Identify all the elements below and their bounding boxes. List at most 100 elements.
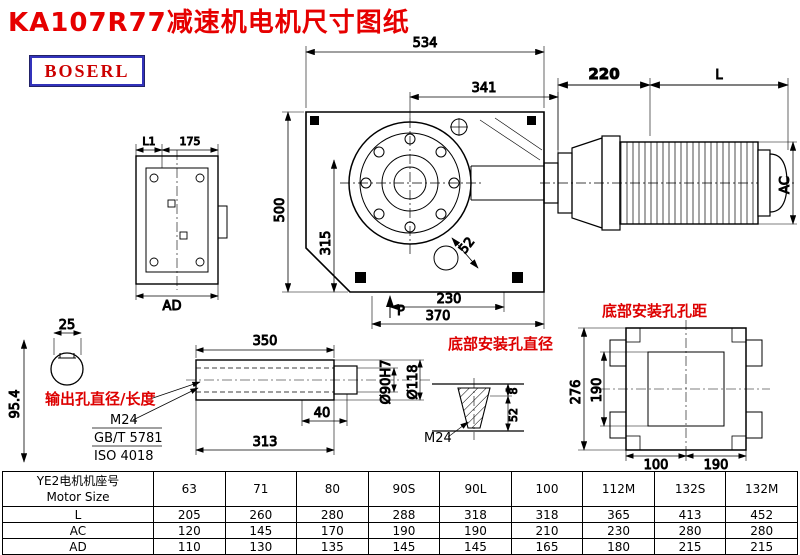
- motor-side-view: [540, 135, 794, 231]
- dim-230: 230: [437, 292, 462, 307]
- hatch-line: [479, 119, 541, 161]
- col-132M: 132M: [725, 471, 798, 507]
- flange-tab: [609, 411, 627, 439]
- row-label-AC: AC: [2, 522, 154, 539]
- col-90L: 90L: [439, 471, 512, 507]
- dim-52b: 52: [507, 408, 520, 422]
- col-71: 71: [224, 471, 298, 507]
- bottom-hole-pitch-label: 底部安装孔孔距: [602, 302, 707, 320]
- dim-52: 52: [456, 235, 478, 257]
- side-tab: [217, 205, 228, 239]
- main-front-view: [305, 111, 545, 293]
- foot-pad: [355, 272, 366, 283]
- cell-AD-100: 165: [510, 538, 584, 555]
- cell-L-90S: 288: [367, 506, 441, 523]
- bolt-cone: [457, 387, 491, 429]
- bolt-head: [179, 231, 188, 240]
- dim-175: 175: [180, 135, 201, 148]
- cell-AD-71: 130: [224, 538, 298, 555]
- page-title: KA107R77减速机电机尺寸图纸: [8, 8, 410, 38]
- dim-313: 313: [253, 435, 278, 450]
- output-hole-label: 输出孔直径/长度: [45, 390, 156, 408]
- cell-AD-90S: 145: [367, 538, 441, 555]
- dim-dia90: Ø90H7: [379, 360, 394, 405]
- technical-drawing: 534 341 500 315 52 230 370 P: [8, 36, 797, 470]
- shaft-section-view: 25 95.4: [8, 318, 84, 463]
- dim-220: 220: [588, 65, 619, 83]
- std-gb-label: GB/T 5781: [94, 431, 163, 446]
- hatch-line: [494, 117, 543, 151]
- motor-end-cap: [757, 149, 771, 217]
- thread-shaft-label: M24: [110, 413, 138, 428]
- bottom-mounting-view: [600, 320, 770, 458]
- col-90S: 90S: [367, 471, 441, 507]
- foot-pad: [512, 272, 523, 283]
- cell-AC-100: 210: [510, 522, 584, 539]
- header-label-en: Motor Size: [46, 490, 110, 504]
- dim-500: 500: [273, 198, 288, 223]
- cell-L-100: 318: [510, 506, 584, 523]
- mounting-bolt-detail: 8 52: [432, 378, 524, 440]
- motor-dimensions: 220 L AC: [557, 65, 797, 225]
- output-shaft-detail: 350 40 313 Ø90H7 Ø118: [92, 334, 430, 455]
- dim-P: P: [397, 304, 405, 319]
- cell-AC-132S: 280: [653, 522, 727, 539]
- bolt-head: [167, 199, 176, 208]
- bottom-view-dimensions: 276 190 100 190: [569, 327, 747, 470]
- fan-cover: [769, 153, 788, 213]
- cell-AD-80: 135: [296, 538, 369, 555]
- col-80: 80: [296, 471, 369, 507]
- table-row-AC: AC 120 145 170 190 190 210 230 280 280: [2, 522, 798, 539]
- dim-315: 315: [319, 231, 334, 256]
- dim-L: L: [715, 68, 723, 83]
- dim-25: 25: [59, 318, 76, 333]
- dim-100: 100: [644, 458, 669, 470]
- cell-L-63: 205: [153, 506, 226, 523]
- thread-bolt-label: M24: [424, 431, 452, 446]
- left-view-dimensions: L1 175 AD: [135, 135, 219, 315]
- cell-AC-90S: 190: [367, 522, 441, 539]
- table-header-row: YE2电机机座号 Motor Size 63 71 80 90S 90L 100…: [2, 471, 798, 507]
- dim-190b: 190: [704, 458, 729, 470]
- table-row-L: L 205 260 280 288 318 318 365 413 452: [2, 506, 798, 523]
- drain-hole: [433, 245, 459, 271]
- cell-L-132S: 413: [653, 506, 727, 523]
- dim-350: 350: [253, 334, 278, 349]
- cell-L-132M: 452: [725, 506, 798, 523]
- table-header-label: YE2电机机座号 Motor Size: [2, 471, 154, 507]
- dim-40: 40: [314, 406, 331, 421]
- dim-190: 190: [590, 378, 605, 403]
- cell-AC-71: 145: [224, 522, 298, 539]
- cell-AD-132M: 215: [725, 538, 798, 555]
- main-view-dimensions: 534 341 500 315 52 230 370 P: [273, 36, 559, 329]
- cell-L-71: 260: [224, 506, 298, 523]
- cell-L-90L: 318: [439, 506, 512, 523]
- motor-size-table: YE2电机机座号 Motor Size 63 71 80 90S 90L 100…: [2, 471, 798, 555]
- cell-AD-112M: 180: [582, 538, 655, 555]
- dim-95-4: 95.4: [8, 390, 23, 419]
- cell-AD-90L: 145: [439, 538, 512, 555]
- cell-L-80: 280: [296, 506, 369, 523]
- cell-AC-63: 120: [153, 522, 226, 539]
- col-100: 100: [510, 471, 584, 507]
- table-row-AD: AD 110 130 135 145 145 165 180 215 215: [2, 538, 798, 555]
- dim-L1: L1: [142, 135, 155, 148]
- end-view-inner: [145, 167, 209, 273]
- cell-AD-132S: 215: [653, 538, 727, 555]
- motor-body-fins: [619, 141, 759, 225]
- dim-AC: AC: [778, 176, 793, 194]
- bottom-hole-dia-label: 底部安装孔直径: [448, 335, 553, 353]
- flange-tab: [745, 339, 763, 367]
- corner-pad: [527, 116, 536, 125]
- dim-341: 341: [472, 81, 497, 96]
- cell-AC-112M: 230: [582, 522, 655, 539]
- dim-276: 276: [569, 380, 584, 405]
- header-label-cn: YE2电机机座号: [36, 474, 120, 488]
- logo-text: BOSERL: [44, 60, 130, 81]
- cell-AC-132M: 280: [725, 522, 798, 539]
- dim-534: 534: [413, 36, 438, 51]
- dim-AD: AD: [163, 299, 182, 314]
- shaft-circle: [50, 352, 84, 386]
- flange-tab: [609, 339, 627, 367]
- std-iso-label: ISO 4018: [94, 449, 154, 464]
